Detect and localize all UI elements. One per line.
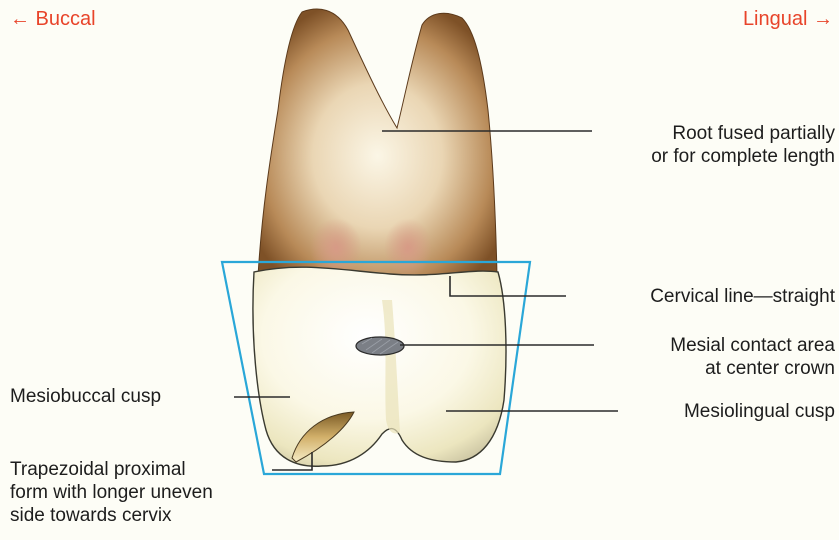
tooth-crown — [253, 267, 506, 466]
mesial-contact-label: Mesial contact area at center crown — [670, 334, 835, 380]
trapezoidal-form-label: Trapezoidal proximal form with longer un… — [10, 458, 213, 527]
tooth-root — [258, 9, 497, 276]
cervical-line-label: Cervical line—straight — [650, 285, 835, 308]
mesiobuccal-cusp-label: Mesiobuccal cusp — [10, 385, 161, 408]
buccal-direction-label: ← Buccal — [10, 7, 96, 31]
mesial-contact-area — [356, 337, 404, 355]
cervical-shade-right — [384, 218, 432, 278]
mesiolingual-cusp-label: Mesiolingual cusp — [684, 400, 835, 423]
lingual-direction-label: Lingual → — [743, 7, 833, 31]
root-label: Root fused partially or for complete len… — [651, 122, 835, 168]
